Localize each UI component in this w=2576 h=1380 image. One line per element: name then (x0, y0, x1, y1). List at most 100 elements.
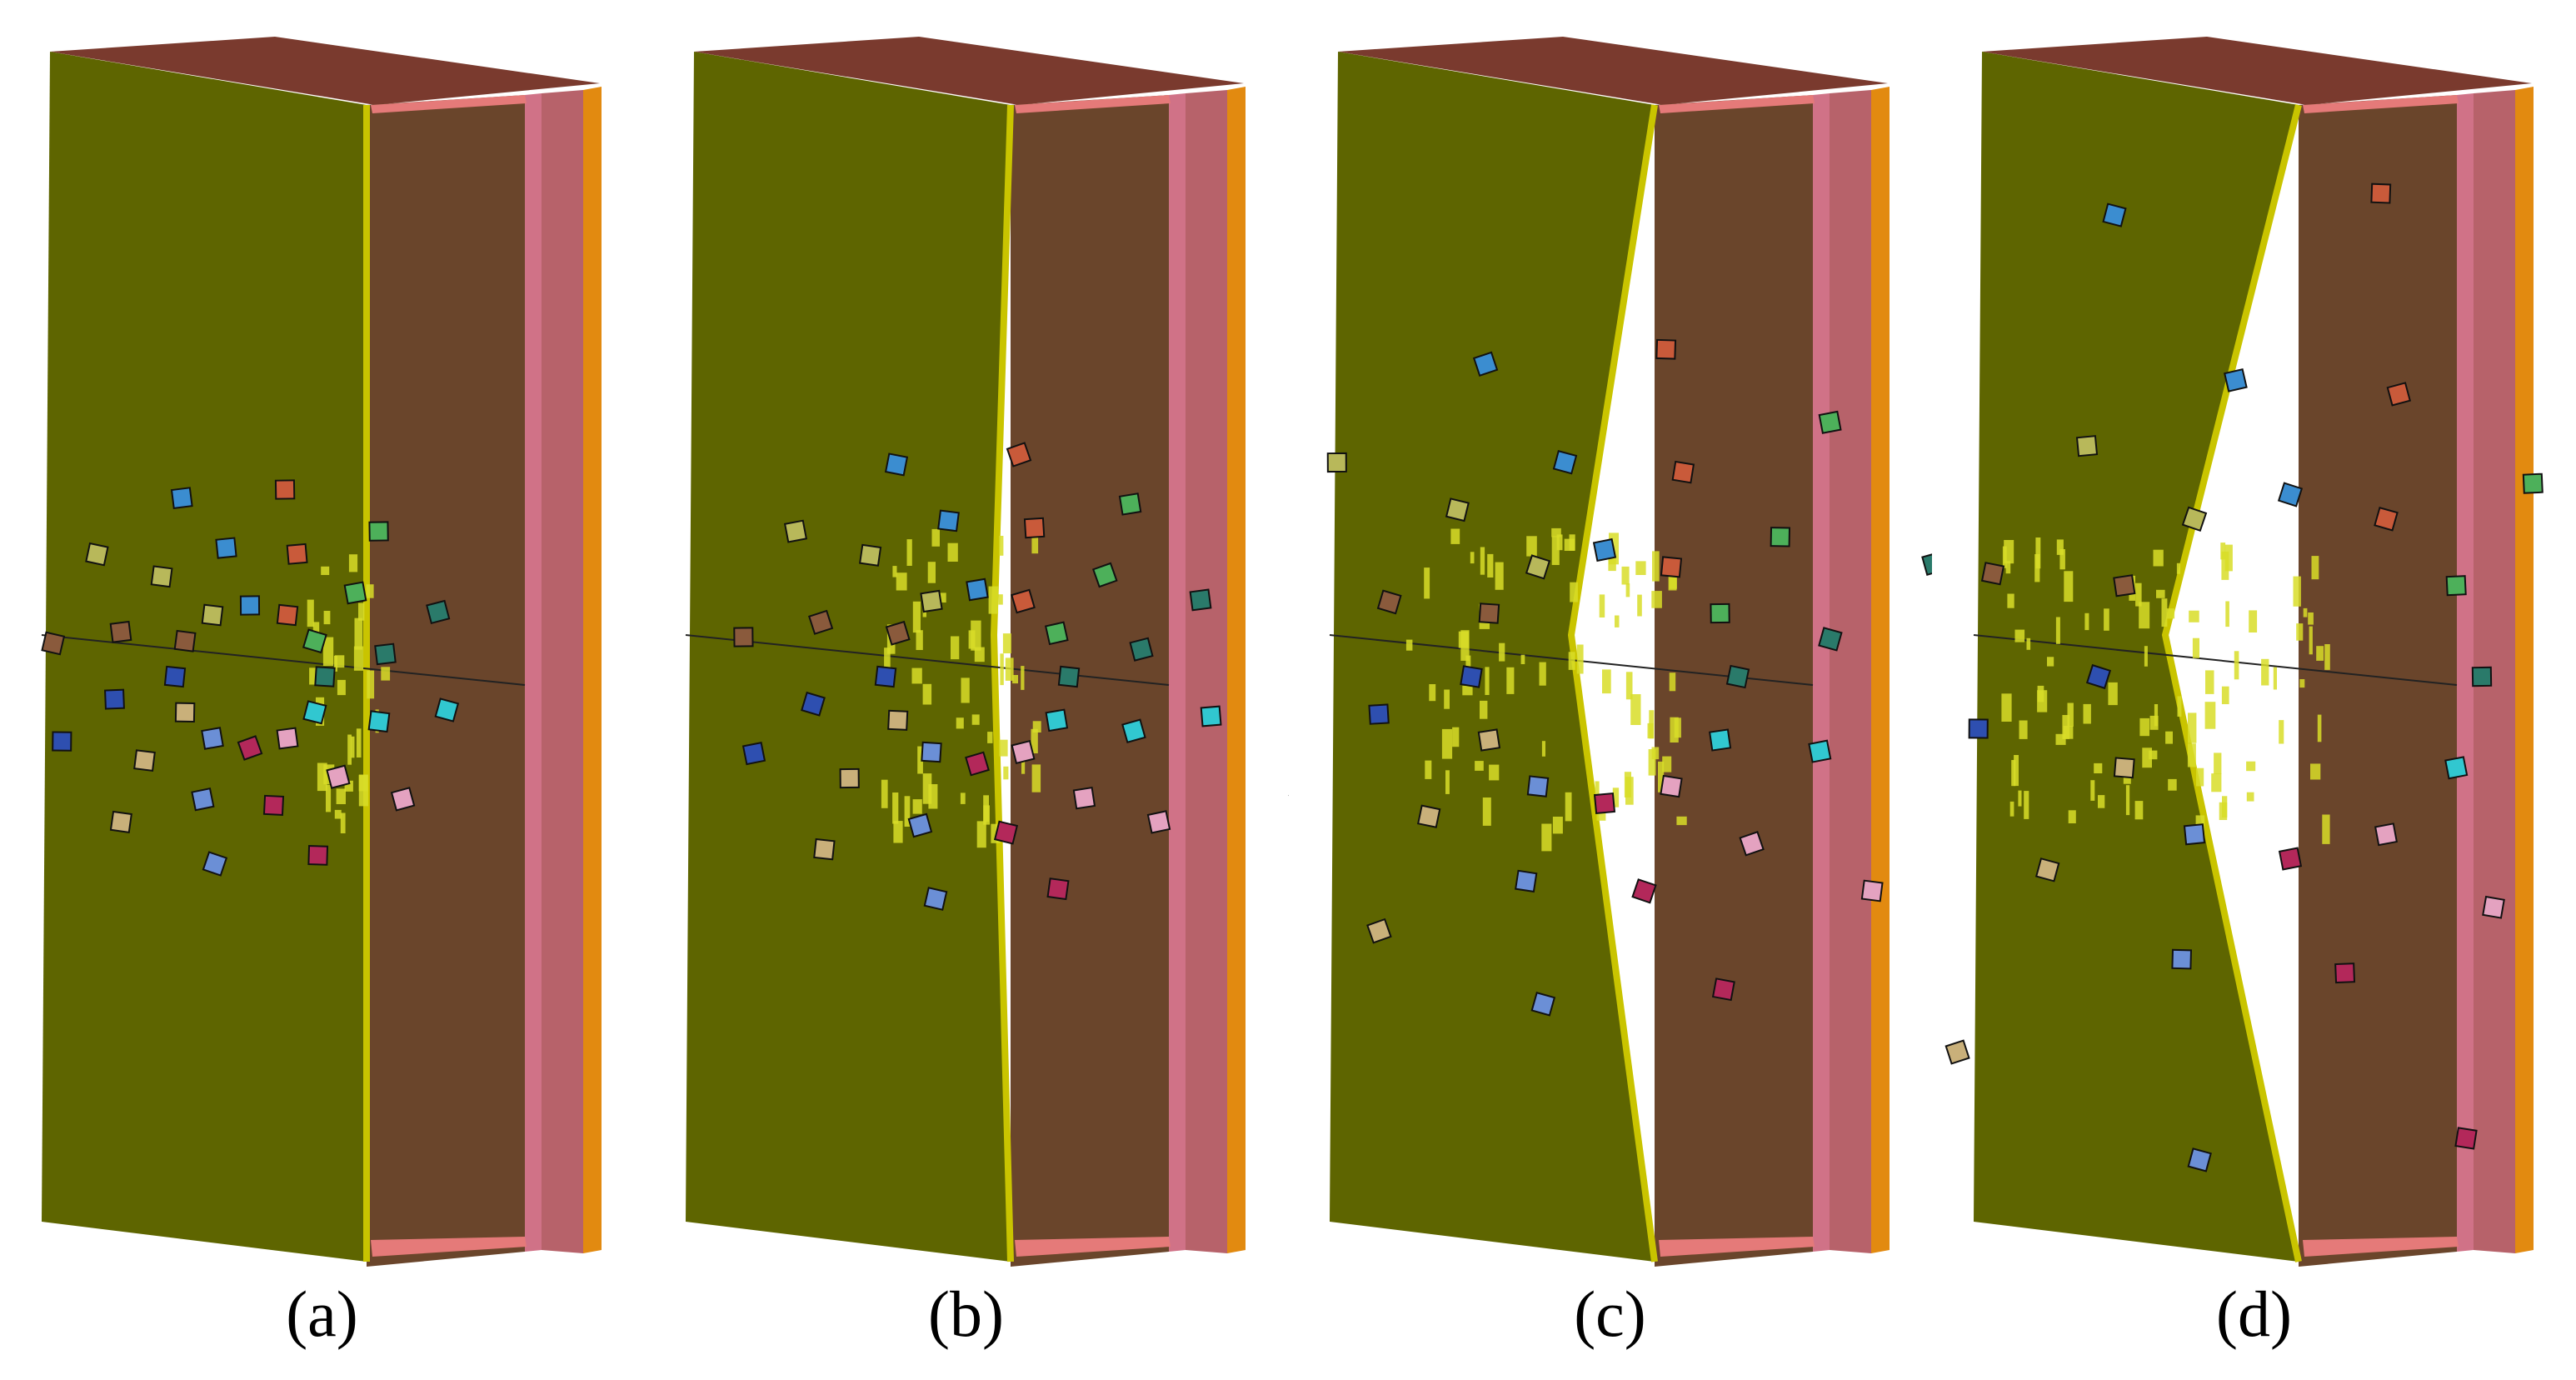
debris-fragment (2246, 761, 2256, 772)
debris-fragment (2246, 792, 2254, 802)
debris-fragment (2005, 561, 2011, 574)
debris-fragment (1499, 642, 1505, 662)
cube-fragment (1770, 527, 1791, 548)
debris-fragment (2104, 608, 2109, 631)
honeycomb-core (1186, 90, 1227, 1253)
debris-fragment (951, 636, 960, 660)
debris-fragment (2011, 760, 2016, 787)
cube-fragment (2113, 574, 2136, 598)
cube-fragment (2374, 506, 2399, 532)
debris-fragment (1568, 652, 1575, 670)
cube-fragment (1739, 831, 1765, 857)
debris-fragment (2094, 762, 2103, 773)
honeycomb-core (1830, 90, 1871, 1253)
cube-fragment (41, 631, 66, 656)
debris-fragment (2317, 714, 2322, 742)
debris-fragment (1021, 666, 1025, 690)
cube-fragment (2445, 575, 2467, 597)
cube-fragment (173, 629, 197, 652)
debris-fragment (2221, 551, 2229, 580)
debris-fragment (2001, 693, 2012, 722)
debris-fragment (2205, 670, 2214, 694)
cube-fragment (2181, 506, 2208, 532)
cube-fragment (2187, 1148, 2212, 1172)
cube-fragment (368, 521, 389, 542)
cube-fragment (1121, 718, 1146, 744)
cube-fragment (813, 838, 836, 861)
rim-bottom (371, 1237, 527, 1257)
cube-fragment (1129, 637, 1154, 662)
cube-fragment (1091, 562, 1118, 588)
debris-fragment (2225, 601, 2229, 628)
cube-fragment (1477, 728, 1501, 752)
cube-fragment (741, 741, 766, 766)
panel-a-illustration (41, 37, 602, 1267)
interior (367, 95, 525, 1267)
debris-fragment (2062, 715, 2070, 739)
mid-line (41, 634, 526, 686)
debris-fragment (2154, 704, 2159, 727)
debris-fragment (2139, 602, 2150, 629)
debris-fragment (2018, 790, 2022, 807)
cube-fragment (191, 788, 215, 812)
cube-fragment (1818, 410, 1842, 434)
debris-fragment (347, 734, 352, 765)
debris-fragment (1520, 654, 1525, 664)
cube-fragment (1725, 664, 1750, 689)
debris-fragment (961, 678, 970, 703)
cube-fragment (201, 727, 224, 750)
cube-fragment (2224, 368, 2248, 392)
debris-fragment (1031, 728, 1038, 753)
debris-fragment (1487, 553, 1494, 578)
debris-fragment (2196, 768, 2204, 787)
debris-fragment (974, 647, 985, 662)
debris-fragment (2299, 679, 2305, 688)
debris-fragment (1470, 552, 1475, 564)
cube-fragment (1368, 703, 1390, 725)
cube-fragment (1189, 588, 1212, 612)
debris-fragment (2165, 731, 2173, 744)
cube-fragment (807, 609, 834, 635)
debris-fragment (367, 670, 375, 699)
cube-fragment (174, 702, 196, 723)
debris-fragment (1541, 823, 1552, 852)
cube-fragment (2171, 948, 2193, 970)
debris-fragment (1480, 547, 1485, 575)
debris-fragment (1452, 727, 1460, 748)
cube-fragment (733, 627, 754, 648)
debris-fragment (1625, 777, 1634, 805)
cube-fragment (1515, 869, 1538, 893)
back-plate (2515, 87, 2534, 1253)
debris-fragment (1621, 566, 1630, 585)
debris-fragment (937, 592, 946, 602)
debris-fragment (322, 637, 334, 666)
debris-fragment (2279, 720, 2284, 744)
debris-fragment (988, 586, 999, 614)
debris-fragment (1444, 689, 1450, 709)
top-cap (50, 37, 600, 105)
debris-fragment (947, 542, 958, 562)
cube-fragment (1326, 452, 1347, 473)
debris-fragment (2273, 667, 2277, 690)
cube-fragment (801, 691, 826, 717)
cube-fragment (874, 665, 897, 688)
cube-fragment (1808, 739, 1832, 763)
cube-fragment (326, 764, 351, 789)
side-strip (2457, 93, 2474, 1252)
cube-fragment (887, 709, 909, 731)
honeycomb-core (2474, 90, 2515, 1253)
caption-c: (c) (1574, 1278, 1646, 1350)
cube-fragment (2386, 382, 2412, 407)
cube-fragment (239, 595, 261, 616)
debris-fragment (999, 536, 1004, 556)
cube-fragment (1530, 992, 1556, 1017)
debris-fragment (358, 774, 368, 807)
debris-fragment (2034, 554, 2040, 582)
debris-fragment (344, 780, 353, 792)
cube-fragment (307, 845, 329, 866)
front-plate (1974, 52, 2299, 1262)
cube-fragment (163, 665, 187, 688)
debris-fragment (917, 746, 923, 774)
debris-fragment (2007, 593, 2014, 608)
debris-fragment (1625, 583, 1630, 598)
